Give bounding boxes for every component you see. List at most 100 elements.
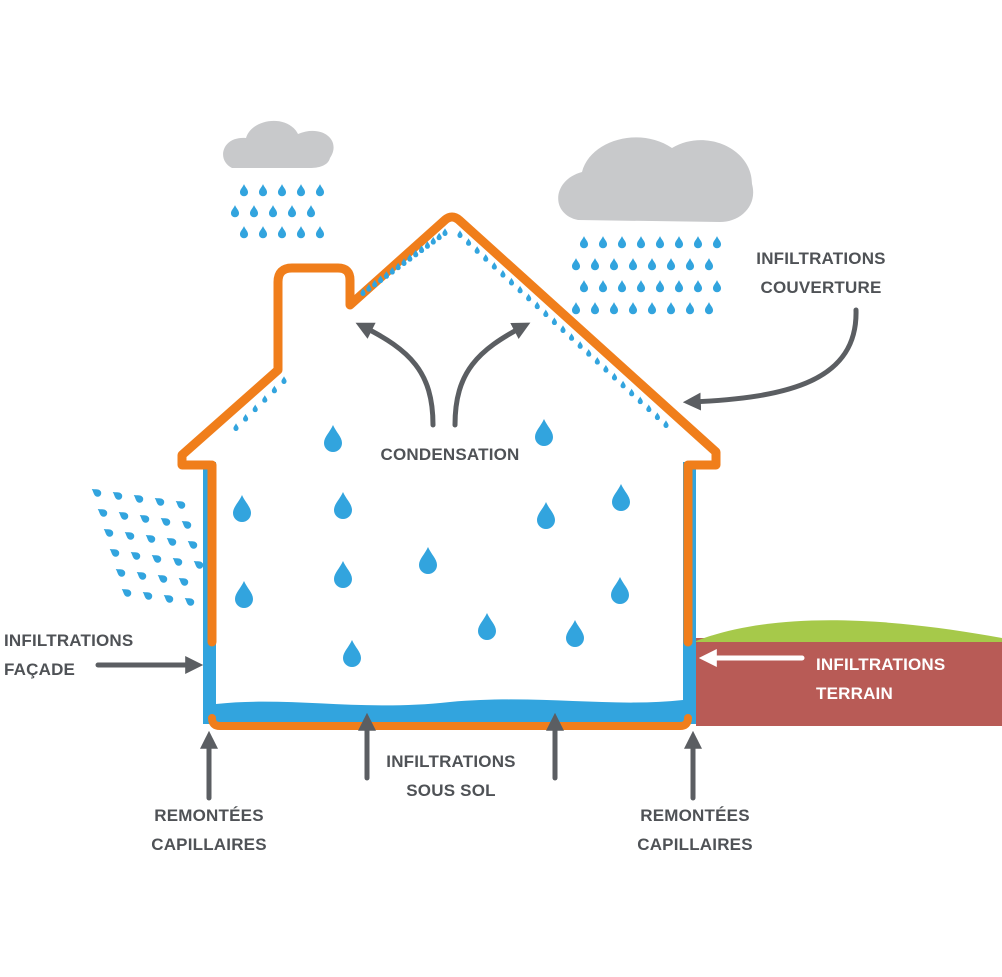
label-basement-line2: SOUS SOL xyxy=(406,781,496,800)
interior-drop xyxy=(233,495,251,522)
wind-rain-drop xyxy=(101,526,115,539)
condensation-droplet xyxy=(483,254,489,262)
wind-rain-drop xyxy=(134,569,148,582)
condensation-droplet xyxy=(560,325,566,333)
wind-rain-drop xyxy=(113,566,127,579)
interior-drop xyxy=(611,577,629,604)
label-roof-line2: COUVERTURE xyxy=(760,278,882,297)
rain-drop xyxy=(636,280,646,293)
condensation-droplet xyxy=(517,285,523,294)
rain-drop xyxy=(249,205,259,218)
rain-drop xyxy=(230,205,240,218)
wind-rain-drop xyxy=(149,552,163,565)
condensation-droplet xyxy=(543,309,549,318)
wind-rain-drop xyxy=(119,586,133,599)
condensation-droplet xyxy=(281,376,287,384)
interior-drop xyxy=(419,547,437,574)
clouds xyxy=(223,120,754,222)
wind-rain-drop xyxy=(140,589,154,602)
label-terrain-infiltration: INFILTRATIONS TERRAIN xyxy=(816,650,945,708)
rain-drop xyxy=(674,236,684,249)
rain-drop xyxy=(674,280,684,293)
condensation-droplet xyxy=(629,388,635,397)
rain-drop xyxy=(571,258,581,271)
wind-rain-drop xyxy=(107,546,121,559)
condensation-droplet xyxy=(243,413,249,422)
rain-drop xyxy=(579,236,589,249)
rain-drop xyxy=(306,205,316,218)
large-cloud xyxy=(558,137,754,222)
wind-rain-drop xyxy=(143,532,157,545)
wind-rain-drop xyxy=(89,486,103,499)
rain-drop xyxy=(655,280,665,293)
rain-drop xyxy=(704,258,714,271)
wind-rain-drop xyxy=(155,572,169,585)
rain-drop xyxy=(571,302,581,315)
wind-rain-drop xyxy=(95,506,109,519)
label-terrain-line2: TERRAIN xyxy=(816,684,893,703)
rain-drop xyxy=(617,280,627,293)
rain-drop xyxy=(712,236,722,249)
rain-drop xyxy=(277,184,287,197)
rain-drop xyxy=(258,184,268,197)
rain-drop xyxy=(636,236,646,249)
rain-drop xyxy=(579,280,589,293)
wind-rain-drop xyxy=(185,538,199,551)
rain-drop xyxy=(239,226,249,239)
label-roof-line1: INFILTRATIONS xyxy=(756,249,886,268)
wind-rain-drop xyxy=(170,555,184,568)
wind-rain-drop xyxy=(191,558,205,571)
condensation-droplet xyxy=(654,412,660,421)
label-capillary-left-line2: CAPILLAIRES xyxy=(151,835,267,854)
rain-drop xyxy=(685,302,695,315)
label-capillary-right-line2: CAPILLAIRES xyxy=(637,835,753,854)
ground xyxy=(696,620,1002,726)
small-cloud xyxy=(223,120,334,168)
condensation-droplet xyxy=(637,396,643,405)
basement-water xyxy=(216,699,683,724)
condensation-droplet xyxy=(534,301,540,310)
condensation-droplet xyxy=(577,341,583,349)
grass xyxy=(696,620,1002,642)
interior-drop xyxy=(537,502,555,529)
rain-drop xyxy=(296,226,306,239)
condensation-droplet xyxy=(611,372,618,381)
rain-drop xyxy=(268,205,278,218)
wind-rain-drop xyxy=(128,549,142,562)
label-condensation-text: CONDENSATION xyxy=(380,445,520,464)
wind-rain-drop xyxy=(152,495,166,508)
condensation-droplet xyxy=(594,356,600,365)
label-capillary-right: REMONTÉES CAPILLAIRES xyxy=(622,801,768,859)
wind-rain-drop xyxy=(122,529,136,542)
condensation-droplet xyxy=(551,317,557,326)
rain-drop xyxy=(609,302,619,315)
condensation-droplet xyxy=(233,423,239,431)
rain-drop xyxy=(685,258,695,271)
condensation-droplet xyxy=(271,385,277,394)
interior-drop xyxy=(334,561,352,588)
rain-drop xyxy=(296,184,306,197)
condensation-droplet xyxy=(457,230,463,238)
condensation-droplet xyxy=(603,364,609,373)
interior-drop xyxy=(566,620,584,647)
rain-drop xyxy=(277,226,287,239)
wind-rain-drop xyxy=(182,595,196,608)
wind-rain-drop xyxy=(176,575,190,588)
rain-drop xyxy=(609,258,619,271)
rain-drop xyxy=(647,258,657,271)
rain-drop xyxy=(666,302,676,315)
rain-drop xyxy=(287,205,297,218)
rain-drop xyxy=(239,184,249,197)
rain-drop xyxy=(598,280,608,293)
rain-drop xyxy=(628,258,638,271)
wind-rain-drop xyxy=(110,489,124,502)
wind-rain-drop xyxy=(164,535,178,548)
interior-drop xyxy=(343,640,361,667)
roof-infiltration-arrow xyxy=(682,307,859,411)
condensation-droplet xyxy=(526,293,532,302)
floor xyxy=(208,714,692,730)
rain-drop xyxy=(590,302,600,315)
rain-drop xyxy=(704,302,714,315)
